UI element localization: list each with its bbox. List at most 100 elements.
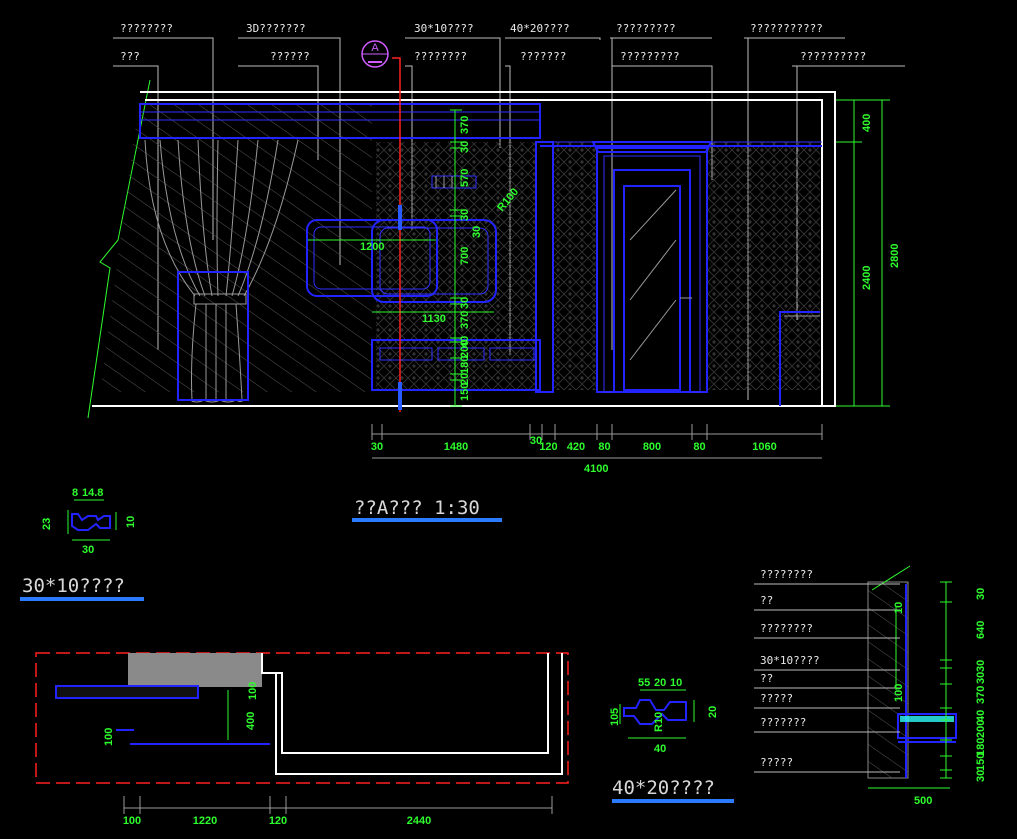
annotation-label: ????????? — [616, 22, 676, 35]
plan-dim-bottom: 120 — [269, 815, 287, 827]
dim-right-2400: 2400 — [861, 266, 873, 290]
section-label: ??????? — [760, 716, 806, 729]
dim-bottom: 1480 — [444, 441, 468, 453]
dim-right-400: 400 — [861, 114, 873, 132]
detail-30-dim-10: 10 — [125, 516, 137, 528]
detail-40-dim-55: 55 — [638, 677, 650, 689]
wall-hatch — [100, 104, 372, 392]
dim-center-vertical: 570 — [459, 169, 471, 187]
dim-bottom: 80 — [598, 441, 610, 453]
dim-center-vertical: 200 — [459, 340, 471, 358]
wallpaper-panel — [553, 142, 597, 390]
plan-dim-bottom: 1220 — [193, 815, 217, 827]
annotation-label: ??????????? — [750, 22, 823, 35]
floor-plan: 100 400 100 100 1220 120 2440 — [35, 652, 569, 827]
annotation-label: ?????????? — [800, 50, 866, 63]
section-marker: A — [361, 40, 389, 68]
annotation-label: ???????? — [120, 22, 173, 35]
detail-30-dim-23: 23 — [41, 518, 53, 530]
curtain — [144, 139, 299, 403]
dim-center-vertical: 30 — [459, 141, 471, 153]
dim-center-vertical: 700 — [459, 247, 471, 265]
annotation-label: ????????? — [620, 50, 680, 63]
dim-center-vertical: 370 — [459, 311, 471, 329]
annotation-label: ??????? — [520, 50, 566, 63]
section-label: ????? — [760, 756, 793, 769]
dim-center-vertical: 40 — [459, 336, 471, 348]
bedside-cabinet — [371, 339, 541, 391]
dim-center-vertical: 20 — [459, 373, 471, 385]
dim-bottom: 30 — [530, 435, 542, 447]
section-dim-right: 30 — [975, 672, 987, 684]
section-dim-right: 30 — [975, 770, 987, 782]
dim-right-2800: 2800 — [889, 244, 901, 268]
dim-total: 4100 — [584, 463, 608, 475]
annotation-label: 30*10???? — [414, 22, 474, 35]
plan-dim-side-100a: 100 — [247, 682, 259, 700]
section-marker-label: A — [371, 42, 379, 54]
section-dim-right: 640 — [975, 621, 987, 639]
dim-bottom: 420 — [567, 441, 585, 453]
dim-center-vertical: 30 — [459, 297, 471, 309]
plan-dim-side-100b: 100 — [103, 728, 115, 746]
headboard — [306, 219, 497, 303]
dim-center-vertical: 370 — [459, 116, 471, 134]
detail-30x10: 8 14.8 23 10 30 30*10???? — [20, 487, 144, 601]
wallpaper-panel — [376, 142, 536, 390]
dim-bottom: 80 — [693, 441, 705, 453]
plan-dim-bottom: 100 — [123, 815, 141, 827]
right-dimensions: 400 2400 2800 — [836, 99, 901, 407]
section-label: 30*10???? — [760, 654, 820, 667]
wall-lamp — [431, 175, 477, 189]
detail-40-dim-20b: 20 — [707, 706, 719, 718]
detail-40-dim-20: 20 — [654, 677, 666, 689]
section-label: ????? — [760, 692, 793, 705]
annotation-label: 3D??????? — [246, 22, 306, 35]
section-label: ???????? — [760, 622, 813, 635]
section-dim-10: 10 — [893, 602, 905, 614]
annotation-label: ??? — [120, 50, 140, 63]
dim-center-vertical: 180 — [459, 356, 471, 374]
annotation-label: ?????? — [270, 50, 310, 63]
dim-30-large: 30 — [471, 226, 483, 238]
section-dim-right: 30 — [975, 588, 987, 600]
detail-30-title: 30*10???? — [22, 575, 125, 597]
annotation-label: 40*20???? — [510, 22, 570, 35]
elevation-title: ??A??? 1:30 — [354, 497, 480, 519]
section-dim-100: 100 — [893, 684, 905, 702]
dim-center-vertical: 150 — [459, 383, 471, 401]
detail-30-dim-14-8: 14.8 — [82, 487, 103, 499]
section-line-a — [392, 57, 402, 412]
plan-dim-bottom: 2440 — [407, 815, 431, 827]
side-table — [779, 311, 820, 406]
section-label: ?? — [760, 672, 773, 685]
section-dim-right: 30 — [975, 660, 987, 672]
detail-40-title: 40*20???? — [612, 777, 715, 799]
section-dim-500: 500 — [914, 795, 932, 807]
door — [535, 141, 713, 393]
detail-30-dim-8: 8 — [72, 487, 78, 499]
annotation-label: ???????? — [414, 50, 467, 63]
wall-outline — [92, 91, 836, 407]
dim-headboard-width: 1200 — [360, 241, 384, 253]
section-label: ?? — [760, 594, 773, 607]
plan-dim-side-400: 400 — [245, 712, 257, 730]
section-dim-right: 200 — [975, 720, 987, 738]
dim-bottom: 30 — [371, 441, 383, 453]
section-dim-right: 40 — [975, 710, 987, 722]
detail-40-dim-40: 40 — [654, 743, 666, 755]
section-dim-right: 370 — [975, 686, 987, 704]
dim-bottom: 120 — [539, 441, 557, 453]
dim-cabinet-width: 1130 — [422, 313, 446, 325]
dim-bottom: 800 — [643, 441, 661, 453]
detail-30-dim-30: 30 — [82, 544, 94, 556]
section-dim-right: 180 — [975, 738, 987, 756]
dim-bottom: 1060 — [752, 441, 776, 453]
detail-40x20: 55 20 10 5 10 R10 20 40 40*20???? — [609, 677, 734, 803]
dim-center-vertical: 30 — [459, 209, 471, 221]
detail-40-dim-10: 10 — [670, 677, 682, 689]
section-view: ??????????????????30*10?????????????????… — [754, 565, 987, 807]
